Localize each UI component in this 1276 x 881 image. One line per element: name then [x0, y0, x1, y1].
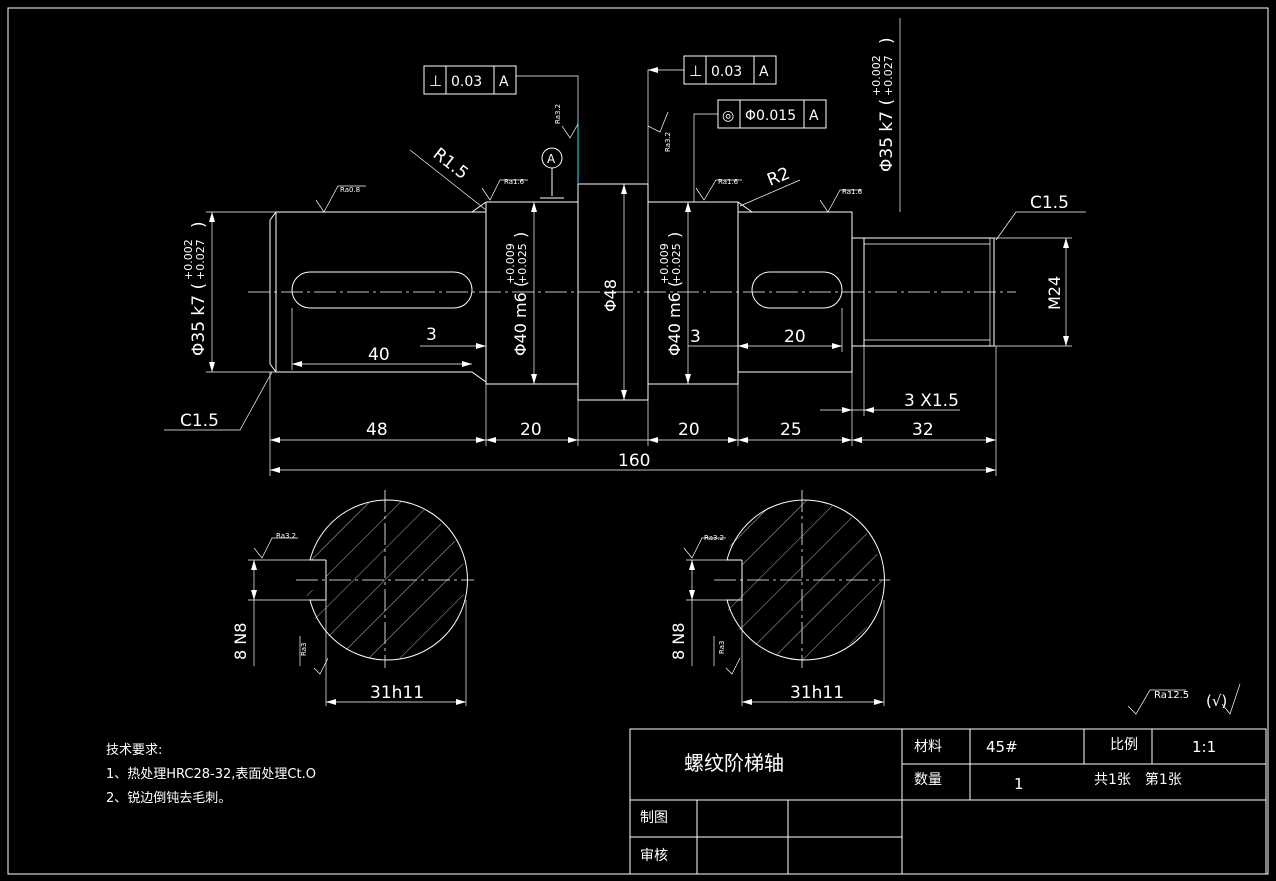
svg-text:+0.025: +0.025 [670, 243, 683, 284]
svg-text:Φ35 k7 (: Φ35 k7 ( [877, 99, 897, 172]
roughness-label: Ra3.2 [554, 104, 562, 124]
roughness-label: Ra3 [718, 641, 726, 654]
dim-r2: R2 [764, 164, 792, 191]
svg-text:+0.002: +0.002 [182, 239, 195, 280]
roughness-label: Ra1.6 [842, 188, 863, 196]
section-view-left [248, 490, 474, 706]
dim-key-40: 40 [368, 345, 390, 365]
title-block [629, 728, 1267, 875]
quantity-value: 1 [1014, 775, 1024, 793]
roughness-other-mark: (√) [1206, 692, 1227, 710]
dim-len-48: 48 [366, 420, 388, 440]
roughness-general-label: Ra12.5 [1154, 690, 1189, 701]
dim-8n8-left: 8 N8 [231, 623, 250, 660]
svg-text:Φ40 m6 (: Φ40 m6 ( [511, 281, 530, 356]
svg-text:): ) [877, 37, 897, 44]
dim-c15-left: C1.5 [180, 411, 219, 431]
dim-m24: M24 [1045, 276, 1064, 310]
dim-thread-undercut: 3 X1.5 [904, 391, 959, 411]
dim-key-20: 20 [784, 327, 806, 347]
part-name: 螺纹阶梯轴 [684, 751, 784, 775]
datum-a-label: A [547, 152, 556, 166]
tech-req-heading: 技术要求: [106, 743, 162, 758]
dim-phi40-left: Φ40 m6 ( +0.009 +0.025 ) [504, 232, 530, 356]
gdt-concentric-tol: Φ0.015 [745, 108, 796, 124]
material-label: 材料 [914, 739, 942, 755]
svg-text:+0.009: +0.009 [658, 243, 671, 284]
roughness-label: Ra3.2 [276, 532, 296, 540]
dim-phi35-right: Φ35 k7 ( +0.002 +0.027 ) [870, 37, 897, 172]
roughness-label: Ra3.2 [664, 132, 672, 152]
dim-len-32: 32 [912, 420, 934, 440]
sheet-count: 共1张 第1张 [1094, 771, 1182, 788]
quantity-label: 数量 [914, 772, 942, 788]
svg-text:+0.027: +0.027 [882, 55, 895, 96]
dim-phi48: Φ48 [601, 279, 620, 312]
shaft-main-view [248, 120, 1016, 401]
tech-req-line2: 2、锐边倒钝去毛刺。 [106, 791, 231, 806]
gdt-perp-left-datum: A [499, 74, 509, 90]
dim-31h11-left: 31h11 [370, 683, 424, 703]
gdt-concentric-datum: A [809, 108, 819, 124]
checked-by-label: 审核 [640, 848, 668, 864]
dim-len-20b: 20 [678, 420, 700, 440]
dim-len-20a: 20 [520, 420, 542, 440]
svg-text:+0.009: +0.009 [504, 243, 517, 284]
svg-text:): ) [665, 232, 684, 238]
svg-text:Φ35 k7 (: Φ35 k7 ( [189, 283, 209, 356]
section-view-right [683, 490, 890, 706]
gdt-concentric-symbol: ◎ [722, 108, 734, 124]
gdt-frames [423, 55, 827, 202]
dim-total-160: 160 [618, 451, 650, 471]
roughness-label: Ra1.6 [504, 178, 525, 186]
dim-key-3-left: 3 [426, 325, 437, 345]
drawn-by-label: 制图 [640, 810, 668, 826]
svg-text:+0.025: +0.025 [516, 243, 529, 284]
dim-len-25: 25 [780, 420, 802, 440]
svg-text:): ) [189, 221, 209, 228]
roughness-label: Ra0.8 [340, 186, 360, 194]
scale-label: 比例 [1110, 737, 1138, 753]
drawing-border [7, 7, 1269, 875]
dim-phi35-left: Φ35 k7 ( +0.002 +0.027 ) [182, 221, 209, 356]
roughness-label: Ra3 [300, 643, 308, 656]
dim-8n8-right: 8 N8 [669, 623, 688, 660]
roughness-label: Ra3.2 [704, 534, 724, 542]
dimension-lines [164, 18, 1086, 476]
gdt-perp-right-symbol: ⊥ [689, 62, 702, 80]
dim-key-3-right: 3 [690, 327, 701, 347]
roughness-symbols [315, 111, 1241, 715]
svg-text:Φ40 m6 (: Φ40 m6 ( [665, 281, 684, 356]
dim-phi40-right: Φ40 m6 ( +0.009 +0.025 ) [658, 232, 684, 356]
svg-text:+0.027: +0.027 [194, 239, 207, 280]
svg-text:+0.002: +0.002 [870, 55, 883, 96]
svg-text:): ) [511, 232, 530, 238]
material-value: 45# [986, 738, 1018, 756]
gdt-perp-left-symbol: ⊥ [429, 72, 442, 90]
dim-c15-right: C1.5 [1030, 193, 1069, 213]
dim-31h11-right: 31h11 [790, 683, 844, 703]
tech-req-line1: 1、热处理HRC28-32,表面处理Ct.O [106, 767, 316, 782]
gdt-perp-right-tol: 0.03 [711, 64, 742, 80]
scale-value: 1:1 [1192, 738, 1216, 756]
gdt-perp-left-tol: 0.03 [451, 74, 482, 90]
dim-r15: R1.5 [429, 144, 472, 184]
gdt-perp-right-datum: A [759, 64, 769, 80]
roughness-label: Ra1.6 [718, 178, 739, 186]
